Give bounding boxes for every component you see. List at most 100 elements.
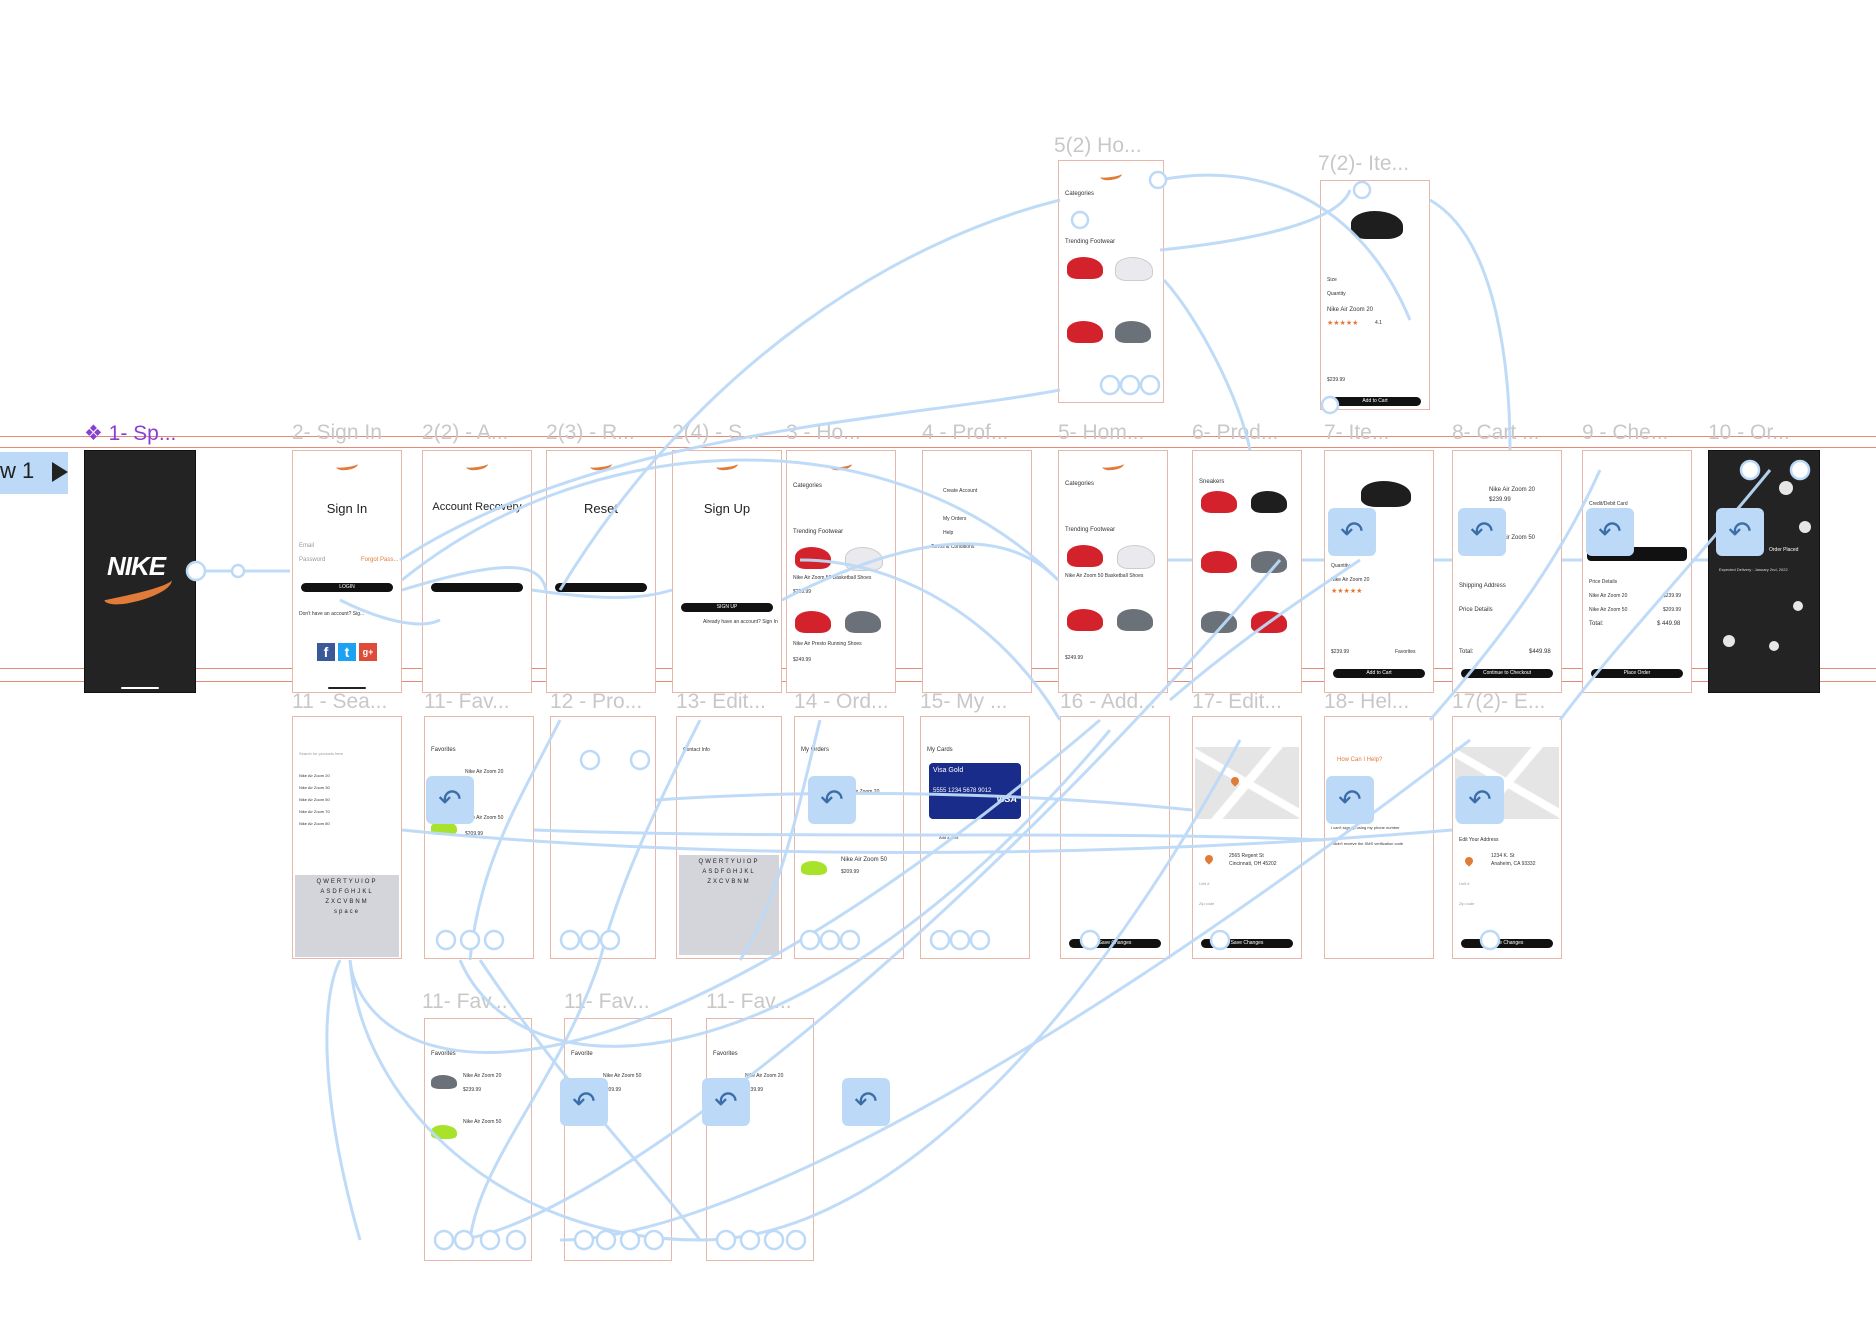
product-image[interactable] bbox=[431, 821, 457, 835]
frame-label-account-recovery[interactable]: 2(2) - A... bbox=[422, 421, 509, 444]
frame-label-my-cards[interactable]: 15- My ... bbox=[920, 690, 1008, 713]
keyboard[interactable]: QWERTYUIOP ASDFGHJKL ZXCVBNM space bbox=[295, 875, 399, 957]
facebook-icon[interactable]: f bbox=[317, 643, 335, 661]
zip-field[interactable]: Zip code bbox=[1459, 901, 1475, 906]
frame-label-search[interactable]: 11 - Sea... bbox=[292, 690, 388, 713]
play-icon[interactable] bbox=[52, 462, 68, 482]
frame-label-home-5-2[interactable]: 5(2) Ho... bbox=[1054, 134, 1142, 157]
frame-orders[interactable]: My Orders Nike Air Zoom 20 Nike Air Zoom… bbox=[794, 716, 904, 959]
back-arrow-icon[interactable]: ↶ bbox=[1716, 508, 1764, 556]
signup-prompt[interactable]: Don't have an account? Sig... bbox=[299, 611, 365, 617]
back-arrow-icon[interactable]: ↶ bbox=[1586, 508, 1634, 556]
product-image[interactable] bbox=[1115, 321, 1151, 343]
frame-label-orders[interactable]: 14 - Ord... bbox=[794, 690, 889, 713]
keyboard-row[interactable]: QWERTYUIOP bbox=[316, 879, 378, 885]
frame-label-item[interactable]: 7- Ite... bbox=[1324, 421, 1390, 444]
frame-add-address[interactable]: Save Changes bbox=[1060, 716, 1170, 959]
back-arrow-icon[interactable]: ↶ bbox=[808, 776, 856, 824]
keyboard-row[interactable]: QWERTYUIOP bbox=[698, 859, 760, 865]
keyboard-row[interactable]: ZXCVBNM bbox=[707, 879, 751, 885]
frame-label-edit-13[interactable]: 13- Edit... bbox=[676, 690, 766, 713]
frame-label-item-7-2[interactable]: 7(2)- Ite... bbox=[1318, 152, 1410, 175]
frame-help[interactable]: How Can I Help? I can't sign up using my… bbox=[1324, 716, 1434, 959]
frame-profile[interactable]: Create Account My Orders Help Terms & Co… bbox=[922, 450, 1032, 693]
save-changes-button[interactable]: Save Changes bbox=[1461, 939, 1553, 948]
terms-link[interactable]: Terms & Conditions bbox=[931, 544, 975, 550]
back-arrow-icon[interactable]: ↶ bbox=[1326, 776, 1374, 824]
frame-sign-in[interactable]: Sign In Email Password Forgot Pass... LO… bbox=[292, 450, 402, 693]
frame-edit-address-2[interactable]: Edit Your Address 1234 K. St Anaheim, CA… bbox=[1452, 716, 1562, 959]
frame-label-home-5[interactable]: 5- Hom... bbox=[1058, 421, 1145, 444]
frame-label-checkout[interactable]: 9 - Che... bbox=[1582, 421, 1669, 444]
frame-sign-up[interactable]: Sign Up SIGN UP Already have an account?… bbox=[672, 450, 782, 693]
create-account-link[interactable]: Create Account bbox=[943, 488, 978, 494]
forgot-password-link[interactable]: Forgot Pass... bbox=[361, 557, 399, 563]
search-result[interactable]: Nike Air Zoom 20 bbox=[299, 773, 330, 778]
product-image[interactable] bbox=[431, 1075, 457, 1089]
my-orders-link[interactable]: My Orders bbox=[943, 516, 967, 522]
back-arrow-icon[interactable]: ↶ bbox=[560, 1078, 608, 1126]
keyboard-row[interactable]: ASDFGHJKL bbox=[320, 889, 374, 895]
add-card-link[interactable]: Add a card bbox=[939, 835, 959, 840]
product-image[interactable] bbox=[1251, 491, 1287, 513]
frame-splash[interactable]: NIKE bbox=[84, 450, 196, 693]
reset-button[interactable] bbox=[555, 583, 647, 592]
back-arrow-icon[interactable]: ↶ bbox=[426, 776, 474, 824]
product-image[interactable] bbox=[801, 861, 827, 875]
add-to-cart-button[interactable]: Add to Cart bbox=[1333, 669, 1425, 678]
unit-field[interactable]: Unit # bbox=[1199, 881, 1210, 886]
payment-option[interactable]: Credit/Debit Card bbox=[1589, 501, 1628, 507]
zip-field[interactable]: Zip code bbox=[1199, 901, 1215, 906]
credit-card[interactable]: Visa Gold 5555 1234 5678 9012 VISA bbox=[929, 763, 1021, 819]
frame-fav-4[interactable]: Favorites Nike Air Zoom 20 $239.99 bbox=[706, 1018, 814, 1261]
login-button[interactable]: LOGIN bbox=[301, 583, 393, 592]
frame-label-edit-address[interactable]: 17- Edit... bbox=[1192, 690, 1282, 713]
product-image[interactable] bbox=[1115, 257, 1153, 281]
product-image[interactable] bbox=[795, 611, 831, 633]
frame-label-add-address[interactable]: 16 - Add... bbox=[1060, 690, 1156, 713]
search-result[interactable]: Nike Air Zoom 50 bbox=[299, 797, 330, 802]
search-result[interactable]: Nike Air Zoom 80 bbox=[299, 821, 330, 826]
product-image[interactable] bbox=[1251, 551, 1287, 573]
keyboard[interactable]: QWERTYUIOP ASDFGHJKL ZXCVBNM bbox=[679, 855, 779, 955]
product-image[interactable] bbox=[1067, 545, 1103, 567]
sign-up-button[interactable]: SIGN UP bbox=[681, 603, 773, 612]
search-input[interactable]: Search for products here bbox=[299, 751, 344, 756]
search-result[interactable]: Nike Air Zoom 70 bbox=[299, 809, 330, 814]
frame-label-products[interactable]: 6- Prod... bbox=[1192, 421, 1279, 444]
map-view[interactable] bbox=[1455, 747, 1559, 819]
frame-label-profile-12[interactable]: 12 - Pro... bbox=[550, 690, 643, 713]
map-view[interactable] bbox=[1195, 747, 1299, 819]
frame-home-5-2[interactable]: Categories Trending Footwear bbox=[1058, 160, 1164, 403]
unit-field[interactable]: Unit # bbox=[1459, 881, 1470, 886]
frame-label-fav-2[interactable]: 11- Fav... bbox=[422, 990, 508, 1013]
product-image[interactable] bbox=[795, 547, 831, 569]
frame-label-profile[interactable]: 4 - Prof... bbox=[922, 421, 1009, 444]
frame-label-edit-address-2[interactable]: 17(2)- E... bbox=[1452, 690, 1546, 713]
product-image[interactable] bbox=[845, 611, 881, 633]
product-image[interactable] bbox=[1067, 609, 1103, 631]
frame-label-order[interactable]: 10 - Or... bbox=[1708, 421, 1790, 444]
help-question[interactable]: I didn't receive the SMS verification co… bbox=[1331, 841, 1404, 846]
google-plus-icon[interactable]: g+ bbox=[359, 643, 377, 661]
product-image[interactable] bbox=[1201, 551, 1237, 573]
product-image[interactable] bbox=[1117, 609, 1153, 631]
place-order-button[interactable]: Place Order bbox=[1591, 669, 1683, 678]
help-link[interactable]: Help bbox=[943, 530, 954, 536]
product-image[interactable] bbox=[1067, 257, 1103, 279]
frame-label-splash[interactable]: ❖ 1- Sp... bbox=[84, 422, 177, 445]
add-to-cart-button[interactable]: Add to Cart bbox=[1329, 397, 1421, 406]
favorites-button[interactable]: Favorites bbox=[1395, 649, 1416, 655]
save-changes-button[interactable]: Save Changes bbox=[1201, 939, 1293, 948]
product-image[interactable] bbox=[1117, 545, 1155, 569]
frame-edit-contact[interactable]: Contact Info QWERTYUIOP ASDFGHJKL ZXCVBN… bbox=[676, 716, 782, 959]
product-image[interactable] bbox=[1067, 321, 1103, 343]
product-image[interactable] bbox=[431, 1125, 457, 1139]
back-arrow-icon[interactable]: ↶ bbox=[1456, 776, 1504, 824]
frame-order-placed[interactable]: Order Placed Expected Delivery : January… bbox=[1708, 450, 1820, 693]
back-arrow-icon[interactable]: ↶ bbox=[842, 1078, 890, 1126]
frame-label-help[interactable]: 18- Hel... bbox=[1324, 690, 1410, 713]
frame-fav-2[interactable]: Favorites Nike Air Zoom 20 $239.99 Nike … bbox=[424, 1018, 532, 1261]
frame-label-favorites[interactable]: 11- Fav... bbox=[424, 690, 510, 713]
